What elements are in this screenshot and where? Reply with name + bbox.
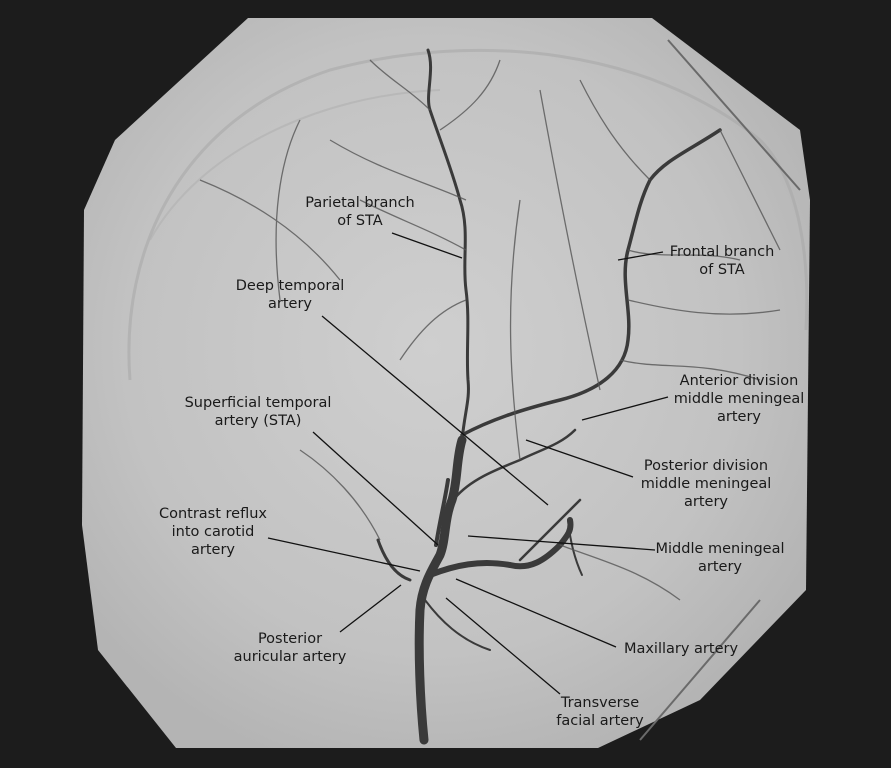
label-frontal-branch: Frontal branch of STA: [669, 244, 775, 278]
leader-line: [581, 396, 669, 421]
leader-line: [391, 232, 463, 259]
leader-line: [525, 439, 634, 478]
label-transverse-facial-artery: Transverse facial artery: [556, 695, 644, 729]
skull-inner-outline: [149, 89, 441, 241]
label-posterior-auricular-artery: Posterior auricular artery: [233, 631, 347, 665]
label-parietal-branch: Parietal branch of STA: [305, 195, 415, 229]
collimator-edge: [639, 599, 761, 741]
leader-line: [445, 597, 561, 695]
collimator-edge: [667, 39, 801, 191]
leader-line: [339, 584, 402, 633]
image-field: [82, 18, 810, 748]
leader-lines: [267, 232, 669, 695]
leader-line: [267, 537, 421, 572]
fine-vessels: [199, 59, 781, 601]
label-deep-temporal-artery: Deep temporal artery: [235, 278, 345, 312]
label-superficial-temporal-artery: Superficial temporal artery (STA): [184, 395, 332, 429]
leader-line: [467, 535, 656, 551]
label-contrast-reflux: Contrast reflux into carotid artery: [158, 506, 268, 558]
leader-line: [312, 431, 439, 546]
leader-line: [455, 578, 617, 648]
skull-outline: [127, 48, 809, 381]
label-posterior-division-mma: Posterior division middle meningeal arte…: [640, 458, 772, 510]
label-maxillary-artery: Maxillary artery: [623, 641, 739, 657]
leader-line: [617, 251, 664, 261]
label-anterior-division-mma: Anterior division middle meningeal arter…: [673, 373, 805, 425]
label-middle-meningeal-artery: Middle meningeal artery: [655, 541, 785, 575]
leader-line: [321, 315, 549, 506]
